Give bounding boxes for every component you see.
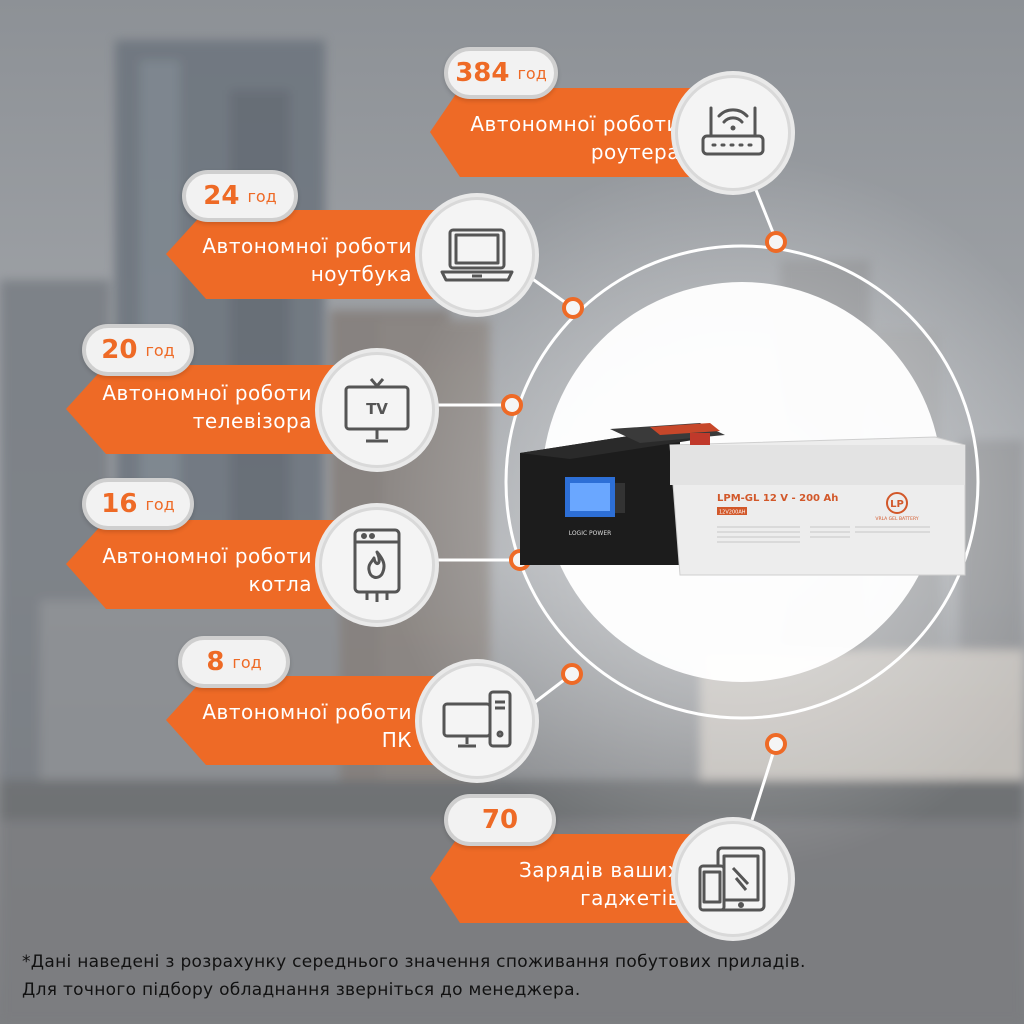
icon-disc: [319, 507, 435, 623]
stat-value-pill: 16 год: [82, 478, 194, 530]
stat-card-boiler: Автономної роботи котла: [66, 507, 436, 623]
stat-unit: год: [247, 186, 277, 206]
footnote-line2: Для точного підбору обладнання звернітьс…: [22, 980, 581, 1000]
icon-disc: [675, 821, 791, 937]
stat-label-line1: Зарядів ваших: [518, 858, 680, 882]
laptop-icon: [440, 228, 514, 282]
stat-value: 70: [481, 805, 519, 835]
stat-label-line1: Автономної роботи: [470, 112, 680, 136]
stat-label-line1: Автономної роботи: [202, 700, 412, 724]
battery-body: LPM-GL 12 V - 200 Ah 12V200AH LP VRLA GE…: [669, 433, 966, 576]
stat-unit: год: [232, 652, 262, 672]
router-icon: [701, 106, 765, 156]
orange-banner: [66, 520, 356, 609]
inverter-body: LOGIC POWER: [520, 423, 725, 565]
stat-label-line2: ПК: [381, 728, 412, 752]
stat-card-gadgets: Зарядів ваших гаджетів: [430, 821, 791, 937]
icon-disc: [419, 197, 535, 313]
stat-value: 24: [203, 181, 240, 211]
stat-unit: год: [145, 494, 175, 514]
stat-value-pill: 70: [444, 794, 556, 846]
icon-disc: [419, 663, 535, 779]
stat-label-line1: Автономної роботи: [102, 544, 312, 568]
footnote-line1: *Дані наведені з розрахунку середнього з…: [22, 952, 806, 972]
stat-card-tv: Автономної роботи телевізора TV: [66, 352, 436, 468]
icon-disc: [675, 75, 791, 191]
stat-label-line2: ноутбука: [310, 262, 412, 286]
stat-label-line2: телевізора: [192, 409, 312, 433]
orange-banner: [66, 365, 356, 454]
inverter-brand: LOGIC POWER: [569, 530, 612, 537]
gadgets-icon: [698, 846, 766, 912]
stat-unit: год: [517, 63, 547, 83]
stat-label-line1: Автономної роботи: [102, 381, 312, 405]
product-image: LOGIC POWER LPM-GL 12 V - 200 Ah 12V200A…: [520, 423, 966, 576]
battery-sub-label: 12V200AH: [719, 510, 746, 516]
stat-unit: год: [145, 340, 175, 360]
pc-icon: [442, 690, 512, 748]
stat-value-pill: 20 год: [82, 324, 194, 376]
stat-label-line1: Автономної роботи: [202, 234, 412, 258]
stat-value: 20: [101, 335, 138, 365]
footnote: *Дані наведені з розрахунку середнього з…: [22, 948, 806, 1004]
stat-label-line2: роутера: [590, 140, 680, 164]
stat-value: 384: [455, 58, 510, 88]
orange-banner: [430, 834, 710, 923]
stat-card-router: Автономної роботи роутера: [430, 75, 791, 191]
stat-value: 16: [101, 489, 138, 519]
orange-banner: [166, 676, 456, 765]
stat-label-line2: гаджетів: [580, 886, 680, 910]
orange-banner: [430, 88, 710, 177]
icon-disc: TV: [319, 352, 435, 468]
orange-banner: [166, 210, 456, 299]
boiler-icon: [353, 528, 401, 602]
battery-model-label: LPM-GL 12 V - 200 Ah: [717, 493, 838, 504]
stat-label-line2: котла: [248, 572, 312, 596]
battery-brand-logo: LP: [890, 499, 904, 510]
stat-value-pill: 24 год: [182, 170, 298, 222]
tv-icon-label: TV: [366, 400, 388, 418]
stat-value: 8: [206, 647, 225, 677]
tv-icon: TV: [344, 378, 410, 443]
stat-value-pill: 8 год: [178, 636, 290, 688]
battery-type-label: VRLA GEL BATTERY: [875, 516, 919, 522]
stat-card-pc: Автономної роботи ПК: [166, 663, 536, 779]
stat-card-laptop: Автономної роботи ноутбука: [166, 197, 536, 313]
stat-value-pill: 384 год: [444, 47, 558, 99]
